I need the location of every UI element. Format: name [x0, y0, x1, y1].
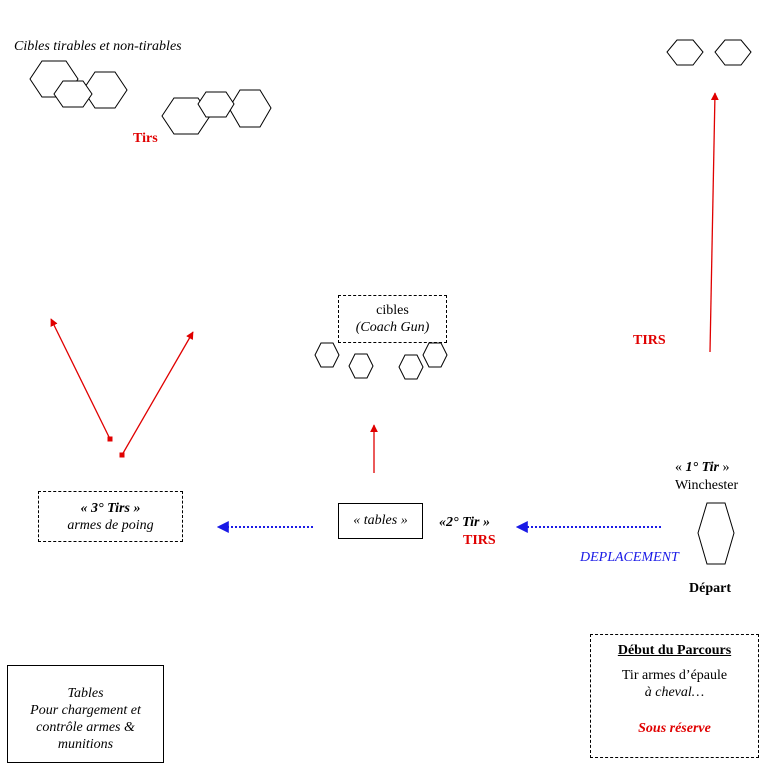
target-hexagon [422, 342, 448, 368]
target-hexagon [398, 354, 424, 380]
coach-gun-box: cibles (Coach Gun) [338, 295, 447, 343]
start-label: Départ [689, 581, 731, 596]
target-group-top-left [29, 60, 128, 109]
shot-arrow-right-up [119, 331, 194, 458]
third-shot-box: « 3° Tirs » armes de poing [38, 491, 183, 542]
parcours-line1: Tir armes d’épaule [621, 668, 728, 683]
target-hexagon [314, 342, 340, 368]
target-hexagon [348, 353, 374, 379]
target-hexagon [53, 80, 93, 108]
tables-info-line1: Tables [67, 686, 104, 701]
target-hexagon [197, 91, 235, 118]
target-group-top-right [666, 39, 752, 66]
tables-center-box: « tables » [338, 503, 423, 539]
target-hexagon [161, 97, 211, 135]
parcours-line2: à cheval… [644, 685, 705, 700]
tables-info-box: Tables Pour chargement et contrôle armes… [7, 665, 164, 763]
first-shot-label: « 1° Tir » [675, 460, 730, 475]
coach-gun-line2: (Coach Gun) [355, 320, 430, 335]
third-shot-subtitle: armes de poing [67, 518, 154, 533]
target-hexagon [228, 89, 272, 128]
target-group-middle-left [161, 89, 272, 135]
tirs-label-top: Tirs [133, 131, 158, 146]
target-hexagon [666, 39, 704, 66]
movement-label: DEPLACEMENT [580, 550, 679, 565]
start-position-marker [697, 502, 735, 565]
third-shot-title: « 3° Tirs » [80, 501, 141, 516]
targets-title: Cibles tirables et non-tirables [14, 39, 182, 54]
second-shot-label: «2° Tir » [439, 515, 490, 530]
shot-arrow-left-up [50, 318, 113, 442]
target-group-coach-gun [314, 342, 448, 380]
tables-info-line2: Pour chargement et [30, 703, 141, 718]
parcours-reserve: Sous réserve [638, 721, 711, 736]
target-hexagon [714, 39, 752, 66]
tirs-label-right: TIRS [633, 333, 666, 348]
winchester-label: Winchester [675, 478, 739, 493]
parcours-box: Début du Parcours Tir armes d’épaule à c… [590, 634, 759, 758]
coach-gun-line1: cibles [376, 303, 409, 318]
tables-info-line4: munitions [57, 737, 114, 752]
tirs-label-center: TIRS [463, 533, 496, 548]
tables-center-label: « tables » [353, 513, 408, 528]
parcours-title: Début du Parcours [617, 643, 732, 658]
tables-info-line3: contrôle armes & [36, 720, 135, 735]
shot-arrow-right [709, 92, 719, 353]
